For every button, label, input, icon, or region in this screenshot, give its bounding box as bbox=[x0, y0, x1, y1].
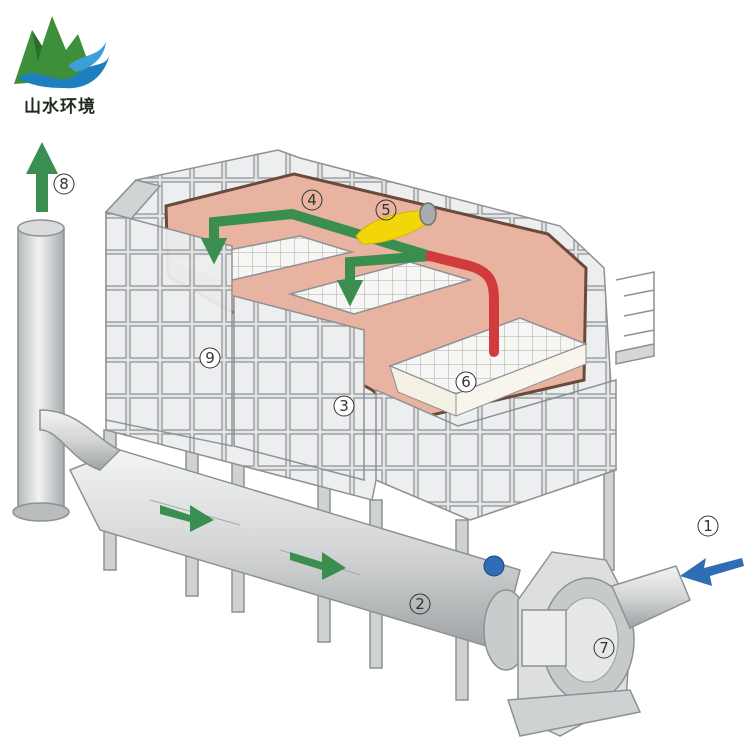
label-9: 9 bbox=[199, 347, 221, 369]
logo-mountain-shadow bbox=[32, 30, 42, 62]
logo-water bbox=[18, 54, 110, 89]
svg-text:7: 7 bbox=[599, 639, 609, 657]
brand-name: 山水环境 bbox=[24, 97, 96, 117]
brand-logo bbox=[14, 16, 110, 89]
svg-text:9: 9 bbox=[205, 349, 215, 367]
logo-water-2 bbox=[68, 42, 106, 72]
burner bbox=[355, 202, 437, 245]
label-1: 1 bbox=[697, 515, 719, 537]
bed-compartments bbox=[105, 211, 617, 521]
label-4: 4 bbox=[301, 189, 323, 211]
flow-arrow-2 bbox=[290, 552, 346, 580]
svg-text:3: 3 bbox=[339, 397, 349, 415]
number-labels: 8 4 5 9 3 6 2 7 1 bbox=[53, 173, 719, 659]
svg-text:2: 2 bbox=[415, 595, 425, 613]
exhaust-arrow bbox=[26, 142, 58, 212]
label-8: 8 bbox=[53, 173, 75, 195]
svg-text:6: 6 bbox=[461, 373, 471, 391]
label-6: 6 bbox=[455, 371, 477, 393]
fan-motor-box bbox=[521, 609, 567, 667]
label-3: 3 bbox=[333, 395, 355, 417]
svg-text:4: 4 bbox=[307, 191, 317, 209]
svg-text:5: 5 bbox=[381, 201, 391, 219]
inlet-duct bbox=[610, 565, 691, 630]
inlet-arrow bbox=[680, 558, 744, 586]
green-arrow-mid bbox=[345, 251, 435, 293]
label-7: 7 bbox=[593, 637, 615, 659]
label-5: 5 bbox=[375, 199, 397, 221]
red-arrow bbox=[425, 251, 499, 357]
exhaust-stack bbox=[12, 219, 122, 522]
ceramic-beds bbox=[165, 235, 589, 417]
svg-text:8: 8 bbox=[59, 175, 69, 193]
flow-arrow-1 bbox=[160, 505, 214, 532]
duct-flow-arrows bbox=[160, 505, 346, 580]
label-2: 2 bbox=[409, 593, 431, 615]
service-platform bbox=[615, 271, 655, 365]
fan bbox=[483, 551, 691, 737]
svg-text:1: 1 bbox=[703, 517, 713, 535]
